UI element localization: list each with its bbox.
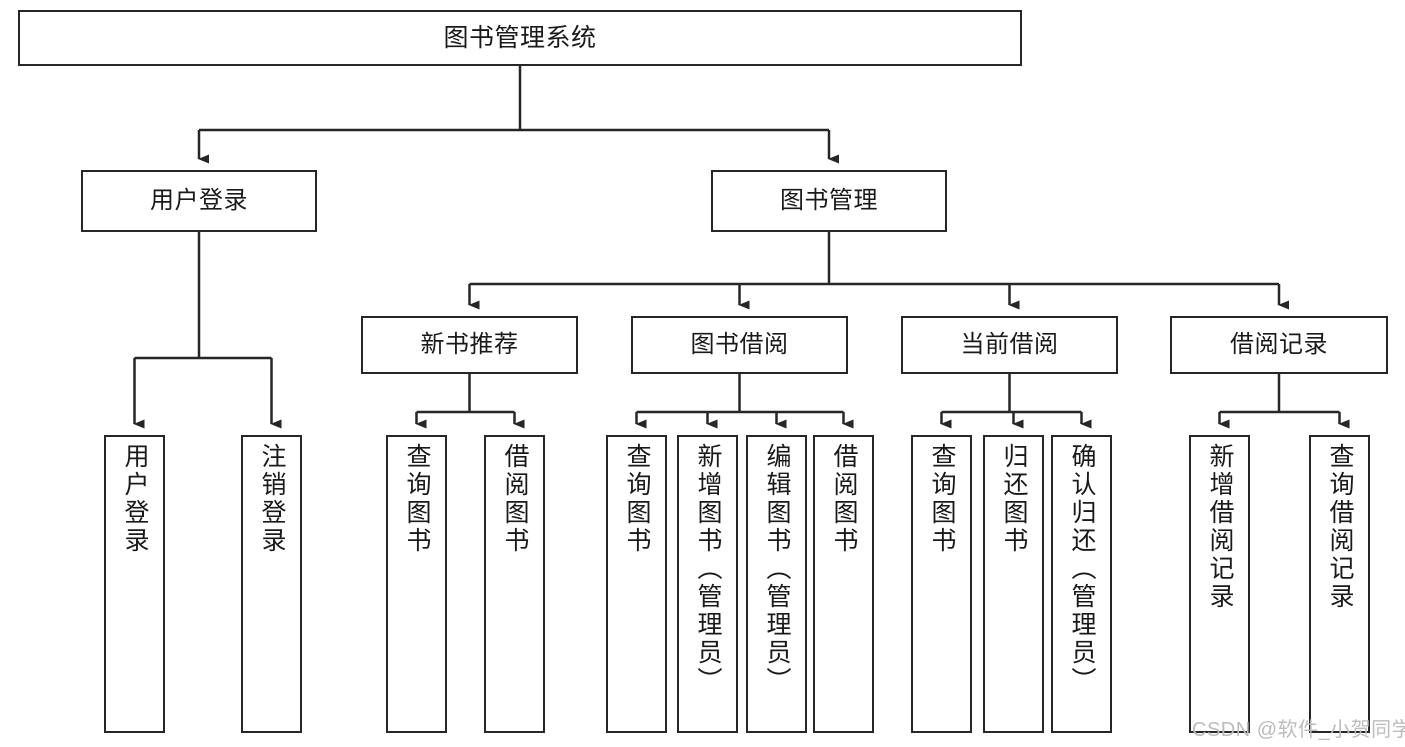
node-leaf-bo-query[interactable]: 查询图书 xyxy=(606,435,667,733)
node-borrow[interactable]: 图书借阅 xyxy=(631,316,848,374)
node-label: 用户登录 xyxy=(150,187,248,215)
node-leaf-bo-edit[interactable]: 编辑图书（管理员） xyxy=(746,435,807,733)
node-leaf-bo-borrow[interactable]: 借阅图书 xyxy=(813,435,874,733)
node-leaf-rec-query[interactable]: 查询借阅记录 xyxy=(1309,435,1370,733)
node-leaf-cur-return[interactable]: 归还图书 xyxy=(983,435,1044,733)
node-leaf-cur-query[interactable]: 查询图书 xyxy=(911,435,972,733)
node-leaf-cur-confirm[interactable]: 确认归还（管理员） xyxy=(1051,435,1112,733)
node-bookmgmt[interactable]: 图书管理 xyxy=(711,170,947,232)
node-label: 图书管理 xyxy=(780,187,878,215)
node-records[interactable]: 借阅记录 xyxy=(1170,316,1388,374)
node-label: 编辑图书（管理员） xyxy=(763,443,791,695)
node-leaf-new-borrow[interactable]: 借阅图书 xyxy=(484,435,545,733)
node-label: 图书借阅 xyxy=(690,331,789,359)
node-leaf-user-logout[interactable]: 注销登录 xyxy=(241,435,302,733)
node-label: 新增借阅记录 xyxy=(1206,443,1234,611)
node-leaf-user-login[interactable]: 用户登录 xyxy=(104,435,165,733)
node-label: 查询图书 xyxy=(623,443,651,555)
node-label: 查询图书 xyxy=(403,443,431,555)
node-label: 新增图书（管理员） xyxy=(694,443,722,695)
node-label: 借阅图书 xyxy=(830,443,858,555)
node-label: 查询借阅记录 xyxy=(1326,443,1354,611)
node-label: 图书管理系统 xyxy=(443,23,597,52)
csdn-watermark: CSDN @软件_小贺同学 xyxy=(1192,719,1405,741)
node-label: 当前借阅 xyxy=(960,331,1059,359)
node-login[interactable]: 用户登录 xyxy=(81,170,317,232)
node-label: 借阅记录 xyxy=(1230,331,1328,359)
node-label: 用户登录 xyxy=(121,443,149,555)
node-root[interactable]: 图书管理系统 xyxy=(18,10,1022,66)
node-label: 注销登录 xyxy=(258,443,286,555)
node-label: 确认归还（管理员） xyxy=(1068,443,1096,695)
node-leaf-new-query[interactable]: 查询图书 xyxy=(386,435,447,733)
node-label: 借阅图书 xyxy=(501,443,529,555)
node-leaf-bo-add[interactable]: 新增图书（管理员） xyxy=(677,435,738,733)
node-label: 归还图书 xyxy=(1000,443,1028,555)
node-newbook[interactable]: 新书推荐 xyxy=(361,316,578,374)
node-leaf-rec-add[interactable]: 新增借阅记录 xyxy=(1189,435,1250,733)
node-label: 新书推荐 xyxy=(420,331,519,359)
node-current[interactable]: 当前借阅 xyxy=(901,316,1118,374)
node-label: 查询图书 xyxy=(928,443,956,555)
